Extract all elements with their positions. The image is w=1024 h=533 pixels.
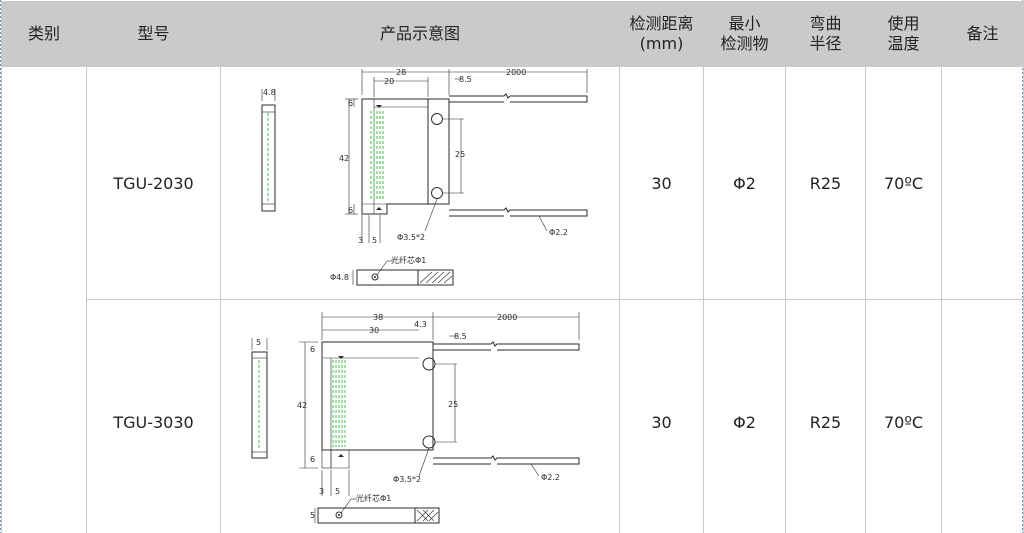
dim-outer-width: 28 (396, 68, 406, 77)
distance-cell: 30 (619, 66, 704, 300)
remark-cell (941, 299, 1024, 533)
header-remark: 备注 (941, 1, 1024, 67)
dim-inner-gap: 4.3 (414, 320, 427, 329)
header-bend-radius: 弯曲半径 (785, 1, 866, 67)
header-diagram: 产品示意图 (220, 1, 620, 67)
header-bend-line1: 弯曲 (809, 14, 842, 33)
header-min-object: 最小检测物 (703, 1, 786, 67)
dim-hole-offset: 8.5 (459, 75, 472, 84)
dim-fiber-label: 光纤芯Φ1 (356, 493, 391, 503)
dim-height: 42 (297, 401, 307, 410)
dim-hole-dia: Φ3.5*2 (397, 233, 425, 242)
dim-left-b: 5 (372, 236, 377, 245)
header-min-object-line1: 最小 (728, 14, 761, 33)
dim-hole-offset: 8.5 (454, 332, 467, 341)
header-distance-line1: 检测距离 (629, 14, 694, 33)
category-cell (1, 66, 87, 533)
header-row: 类别 型号 产品示意图 检测距离(mm) 最小检测物 弯曲半径 使用温度 备注 (1, 1, 1024, 67)
dim-cable-length: 2000 (497, 313, 517, 322)
dim-bottom-margin: 6 (310, 455, 315, 464)
temperature-cell: 70ºC (865, 299, 942, 533)
dim-left-b: 5 (335, 487, 340, 496)
header-min-object-line2: 检测物 (720, 34, 769, 53)
side-view: 4.8 (261, 88, 276, 212)
header-temperature: 使用温度 (865, 1, 942, 67)
distance-cell: 30 (619, 299, 704, 533)
bend-radius-cell: R25 (785, 299, 866, 533)
dim-bottom-margin: 6 (348, 206, 353, 215)
dim-hole-spacing: 25 (448, 400, 458, 409)
front-view: 38 2000 30 4.3 8.5 25 42 (297, 312, 580, 496)
model-cell: TGU-2030 (86, 66, 221, 300)
header-distance: 检测距离(mm) (619, 1, 704, 67)
dim-cable-dia: Φ2.2 (549, 228, 568, 237)
dim-inner-width: 30 (369, 326, 379, 335)
bend-radius-cell: R25 (785, 66, 866, 300)
side-view: 5 (251, 338, 268, 459)
dim-thickness: 4.8 (263, 88, 276, 97)
min-object-cell: Φ2 (703, 66, 786, 300)
table-row: TGU-2030 4.8 (1, 66, 1024, 533)
dim-height: 42 (339, 154, 349, 163)
front-view: 28 2000 20 8.5 25 (339, 68, 588, 245)
table-row: TGU-3030 5 (2, 299, 1024, 533)
dim-fiber-label: 光纤芯Φ1 (391, 255, 426, 265)
dim-top-margin: 6 (310, 345, 315, 354)
header-temp-line2: 温度 (887, 34, 920, 53)
dim-hole-dia: Φ3.5*2 (393, 475, 421, 484)
product-diagram-tgu-3030: 5 (251, 312, 580, 524)
dim-inner-width: 20 (384, 77, 394, 86)
temperature-cell: 70ºC (865, 66, 942, 300)
remark-cell (941, 66, 1024, 300)
left-border (0, 0, 1, 533)
dim-hole-spacing: 25 (455, 150, 465, 159)
dim-left-a: 3 (319, 487, 324, 496)
header-distance-line2: (mm) (639, 34, 684, 53)
end-view: 光纤芯Φ1 5 (310, 493, 440, 524)
dim-cable-length: 2000 (506, 68, 526, 77)
product-diagram-cell: 5 (220, 299, 620, 533)
header-bend-line2: 半径 (809, 34, 842, 53)
header-temp-line1: 使用 (887, 14, 920, 33)
header-model: 型号 (86, 1, 221, 67)
min-object-cell: Φ2 (703, 299, 786, 533)
dim-left-a: 3 (358, 236, 363, 245)
dim-end-dim: 5 (310, 511, 315, 520)
end-view: 光纤芯Φ1 Φ4.8 (330, 255, 454, 286)
dim-cable-dia: Φ2.2 (541, 473, 560, 482)
model-cell: TGU-3030 (86, 299, 221, 533)
dim-thickness: 5 (256, 338, 261, 347)
header-category: 类别 (1, 1, 87, 67)
dim-end-dia: Φ4.8 (330, 273, 349, 282)
dim-top-margin: 6 (348, 99, 353, 108)
dim-outer-width: 38 (373, 313, 383, 322)
product-diagram-tgu-2030: 4.8 (261, 68, 588, 286)
product-diagram-cell: 4.8 (220, 66, 620, 300)
